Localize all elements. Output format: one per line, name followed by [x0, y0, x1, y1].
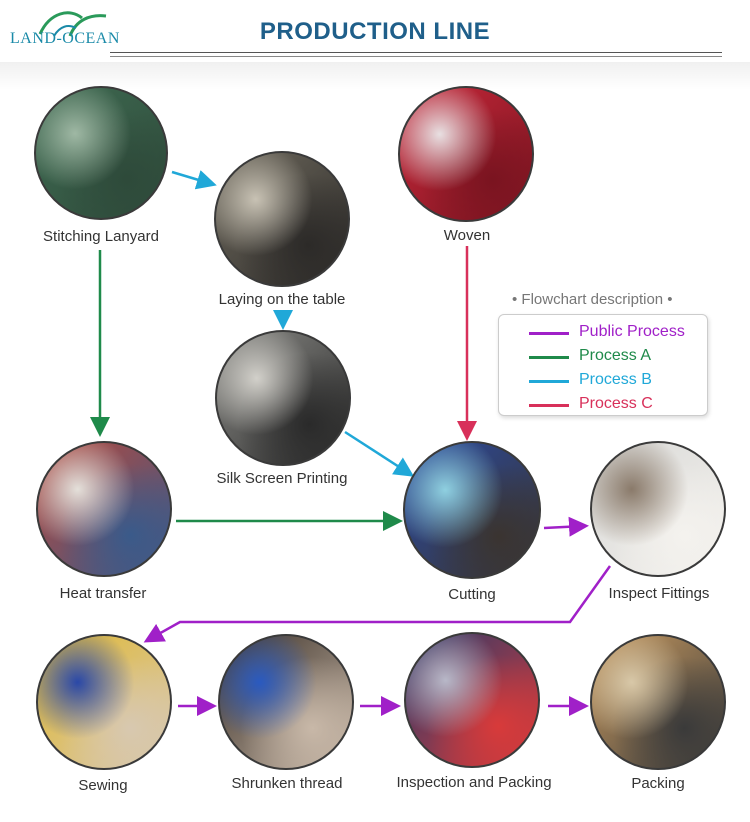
step-label: Packing — [631, 775, 685, 792]
arrow-inspect-to-sewing — [143, 565, 612, 643]
step-label: Shrunken thread — [231, 775, 343, 792]
legend-item-process-c: Process C — [499, 393, 709, 417]
sewing-photo — [36, 634, 172, 770]
legend-title: • Flowchart description • — [512, 291, 673, 308]
logo-text: LAND-OCEAN — [10, 30, 120, 47]
inspect-fittings-photo — [590, 441, 726, 577]
packing-photo — [590, 634, 726, 770]
arrow-silk-to-cutting — [344, 430, 415, 477]
logo-waves-icon — [38, 11, 107, 37]
header: LAND-OCEAN PRODUCTION LINE — [0, 0, 750, 90]
step-label: Stitching Lanyard — [43, 228, 159, 245]
legend-box: Public Process Process A Process B Proce… — [498, 314, 708, 416]
step-label: Laying on the table — [218, 291, 346, 308]
woven-photo — [398, 86, 534, 222]
arrow-cutting-to-inspect — [543, 516, 589, 537]
step-label: Inspect Fittings — [608, 585, 710, 602]
step-label: Woven — [443, 227, 491, 244]
stitching-photo — [34, 86, 168, 220]
inspection-packing-photo — [404, 632, 540, 768]
legend-item-process-a: Process A — [499, 345, 709, 369]
header-rule-secondary — [110, 56, 722, 57]
legend-swatch — [529, 380, 569, 383]
legend-swatch — [529, 356, 569, 359]
step-label: Cutting — [448, 586, 496, 603]
step-label: Inspection and Packing — [396, 774, 552, 791]
legend-label: Process C — [579, 395, 653, 412]
heat-transfer-photo — [36, 441, 172, 577]
shrunken-thread-photo — [218, 634, 354, 770]
legend-swatch — [529, 332, 569, 335]
step-label: Sewing — [78, 777, 128, 794]
silk-screen-photo — [215, 330, 351, 466]
legend-label: Process B — [579, 371, 652, 388]
legend-label: Process A — [579, 347, 652, 364]
legend-item-public: Public Process — [499, 321, 709, 345]
arrow-stitching-to-laying — [171, 170, 217, 190]
legend-label: Public Process — [579, 323, 685, 340]
step-label: Heat transfer — [59, 585, 147, 602]
step-label: Silk Screen Printing — [216, 470, 348, 487]
page-title: PRODUCTION LINE — [259, 18, 491, 45]
header-rule — [110, 52, 722, 53]
legend-item-process-b: Process B — [499, 369, 709, 393]
header-shadow — [0, 62, 750, 90]
laying-photo — [214, 151, 350, 287]
legend-swatch — [529, 404, 569, 407]
cutting-photo — [403, 441, 541, 579]
